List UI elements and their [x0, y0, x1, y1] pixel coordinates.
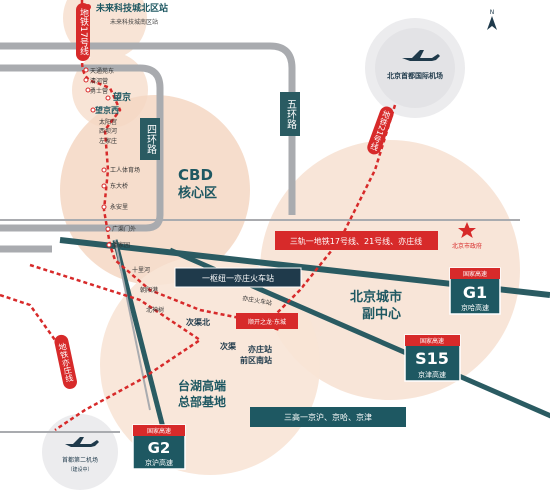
station-dongdaqiao: 东大桥 — [110, 182, 128, 190]
station-yongshi: 勇士营 — [90, 87, 108, 95]
fifth-ring-label: 五环路 — [285, 99, 297, 130]
g2-code: G2 — [148, 439, 171, 457]
banner-highways-label: 三高一京沪、京哈、京津 — [284, 412, 372, 422]
line17-station-dots — [83, 67, 112, 248]
banner-highways — [250, 407, 406, 427]
station-shilihe: 十里河 — [132, 266, 150, 274]
line17-stations: 天通苑东 清河营 勇士营 望京 望京西 太阳宫 西坝河 左家庄 工人体育场 东大… — [90, 67, 164, 314]
g2-highway — [112, 239, 173, 456]
fifth-ring-road — [0, 42, 296, 215]
s15-sign: 国家高速 S15 京津高速 — [404, 334, 461, 382]
city-subcenter-sub-label: 副中心 — [362, 306, 401, 322]
station-xibahe: 西坝河 — [99, 127, 117, 135]
plane-icon-capital — [402, 50, 440, 61]
banner-hub — [174, 267, 302, 288]
project-marker — [236, 313, 298, 329]
top-station-sub-label: 未来科技城南区站 — [110, 18, 158, 26]
station-wangjingxi: 望京西 — [95, 105, 119, 115]
fourth-ring-label: 四环路 — [145, 124, 157, 155]
station-yizhuangzhan: 亦庄站 — [248, 344, 272, 354]
station-yizhuang-front: 前区南站 — [240, 355, 272, 365]
fourth-ring-badge — [140, 118, 160, 160]
taihu-label: 台湖高端 — [178, 378, 226, 393]
station-wangjing: 望京 — [113, 91, 131, 103]
plane-icon-daxing — [65, 437, 99, 447]
station-gongti: 工人体育场 — [110, 166, 140, 174]
banner-metro-label: 三轨一地铁17号线、21号线、亦庄线 — [290, 236, 422, 246]
capital-airport-label: 北京首都国际机场 — [387, 71, 443, 80]
g1-head: 国家高速 — [463, 270, 487, 278]
station-chaoyanggang: 朝阳港 — [140, 286, 158, 294]
metro-line-yizhuang-left — [0, 293, 72, 381]
station-guangqumen: 广渠门外 — [112, 225, 136, 233]
line17-pill — [76, 3, 90, 61]
top-station-label: 未来科技城北区站 — [95, 2, 168, 14]
north-letter: N — [490, 9, 495, 16]
station-qinghe: 清河营 — [90, 77, 108, 85]
station-ciqubei: 次渠北 — [186, 317, 210, 327]
yizhuang-pill: 地铁亦庄线 — [54, 334, 77, 389]
station-zuojiazhuang: 左家庄 — [99, 137, 117, 145]
zone-airport-daxing — [42, 414, 118, 490]
top-station-dot — [85, 4, 91, 10]
g1-sign: 国家高速 G1 京哈高速 — [449, 267, 501, 315]
station-tiantongyuandong: 天通苑东 — [90, 67, 114, 75]
s15-name: 京津高速 — [418, 370, 446, 379]
station-yonganli: 永安里 — [110, 203, 128, 211]
station-panjiayuan: 潘家园 — [112, 241, 130, 249]
banner-metro — [275, 231, 438, 250]
project-label: 顺开之龙·东城 — [248, 318, 286, 326]
daxing-airport-sub-label: （建设中） — [67, 466, 92, 473]
beijing-shanghai-rail — [114, 239, 151, 411]
station-taiyanggong: 太阳宫 — [99, 118, 117, 126]
g2-sign: 国家高速 G2 京沪高速 — [132, 424, 186, 470]
station-beishenshu: 北神树 — [146, 306, 164, 314]
fifth-ring-badge — [280, 92, 300, 136]
daxing-airport-label: 首都第二机场 — [62, 456, 98, 464]
g2-name: 京沪高速 — [145, 458, 173, 467]
s15-head: 国家高速 — [420, 337, 444, 345]
cbd-label: CBD — [178, 166, 213, 184]
banner-hub-label: 一枢纽一亦庄火车站 — [202, 273, 274, 283]
zone-airport-capital-inner — [375, 28, 455, 108]
north-arrow-icon — [487, 16, 497, 30]
star-icon — [458, 222, 476, 238]
g1-name: 京哈高速 — [461, 303, 489, 312]
s15-code: S15 — [415, 349, 449, 368]
line17-label: 地铁17号线 — [78, 7, 89, 56]
station-ciqu: 次渠 — [220, 341, 237, 351]
metro-line-21 — [269, 104, 397, 321]
g2-head: 国家高速 — [147, 427, 171, 435]
cbd-sub-label: 核心区 — [178, 185, 217, 201]
g1-code: G1 — [463, 283, 487, 302]
taihu-sub-label: 总部基地 — [178, 394, 226, 409]
city-subcenter-label: 北京城市 — [350, 289, 402, 305]
city-gov-label: 北京市政府 — [452, 242, 482, 250]
